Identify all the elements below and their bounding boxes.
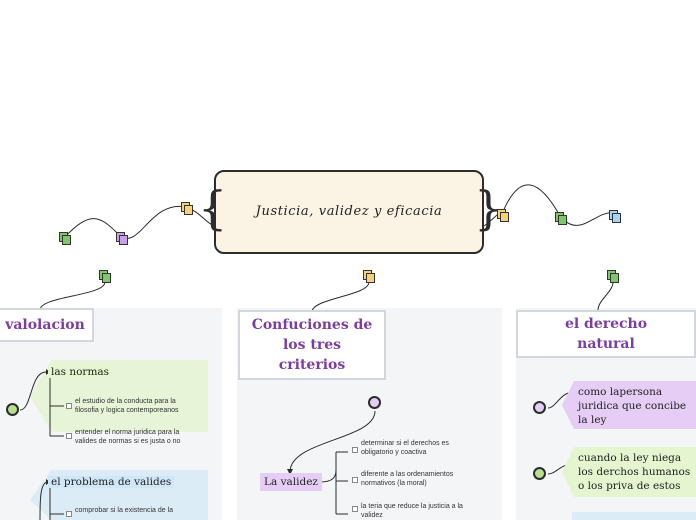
note-icon[interactable] — [609, 210, 621, 223]
connector-circle-icon[interactable] — [533, 467, 546, 480]
bubble-ley-niega-text: cuando la ley niega los derchos humanos … — [578, 452, 691, 492]
subtopic-problema-valides[interactable]: el problema de valides — [48, 475, 175, 489]
checkbox-icon[interactable] — [352, 506, 358, 512]
bubble-ley-niega[interactable]: cuando la ley niega los derchos humanos … — [562, 447, 696, 497]
connector-circle-icon[interactable] — [6, 403, 19, 416]
connector-circle-icon[interactable] — [533, 401, 546, 414]
leaf-determinar-derecho: determinar si el derechos es obligatorio… — [361, 440, 449, 456]
checkbox-icon[interactable] — [66, 511, 72, 517]
note-icon[interactable] — [116, 232, 128, 245]
subtopic-las-normas-text: las normas — [48, 366, 113, 378]
note-icon[interactable] — [99, 270, 111, 283]
connector-circle-icon[interactable] — [368, 396, 381, 409]
branch-title-confuciones[interactable]: Confuciones de los tres criterios — [238, 310, 386, 380]
bubble-persona-juridica-text: como lapersona juridica que concibe la l… — [578, 386, 687, 426]
branch-title-derecho-natural[interactable]: el derecho natural — [516, 310, 696, 358]
subtopic-problema-valides-text: el problema de valides — [48, 476, 175, 488]
note-icon[interactable] — [497, 209, 509, 222]
checkbox-icon[interactable] — [352, 477, 358, 483]
note-icon[interactable] — [59, 232, 71, 245]
subtopic-la-validez-text: La validez — [264, 476, 318, 488]
leaf-comprobar-existencia: comprobar si la existencia de la — [75, 507, 174, 514]
note-icon[interactable] — [555, 212, 567, 225]
subtopic-las-normas[interactable]: las normas — [48, 365, 113, 379]
central-right-brace: } — [474, 181, 504, 235]
bubble-next-partial — [572, 512, 696, 520]
subtopic-la-validez[interactable]: La validez — [260, 473, 322, 491]
leaf-estudio-conducta: el estudio de la conducta para la filoso… — [75, 398, 179, 414]
note-icon[interactable] — [363, 270, 375, 283]
checkbox-icon[interactable] — [66, 403, 72, 409]
note-icon[interactable] — [181, 202, 193, 215]
branch-title-derecho-natural-text: el derecho natural — [564, 316, 648, 352]
leaf-teria-reduce: la teria que reduce la justicia a la val… — [361, 503, 463, 519]
leaf-entender-norma: entender el norma juridica para la valid… — [75, 429, 181, 445]
note-icon[interactable] — [607, 270, 619, 283]
checkbox-icon[interactable] — [352, 447, 358, 453]
checkbox-icon[interactable] — [66, 433, 72, 439]
leaf-diferente-ordenamientos: diferente a las ordenamientos normativos… — [361, 471, 454, 487]
central-topic-title: Justicia, validez y eficacia — [255, 204, 443, 219]
branch-title-valolacion-text: valolacion — [5, 317, 85, 333]
central-left-brace: { — [198, 181, 228, 235]
central-topic[interactable]: Justicia, validez y eficacia — [214, 170, 484, 254]
bubble-persona-juridica[interactable]: como lapersona juridica que concibe la l… — [562, 381, 696, 429]
branch-title-confuciones-text: Confuciones de los tres criterios — [251, 317, 373, 373]
branch-title-valolacion[interactable]: valolacion — [0, 308, 94, 342]
